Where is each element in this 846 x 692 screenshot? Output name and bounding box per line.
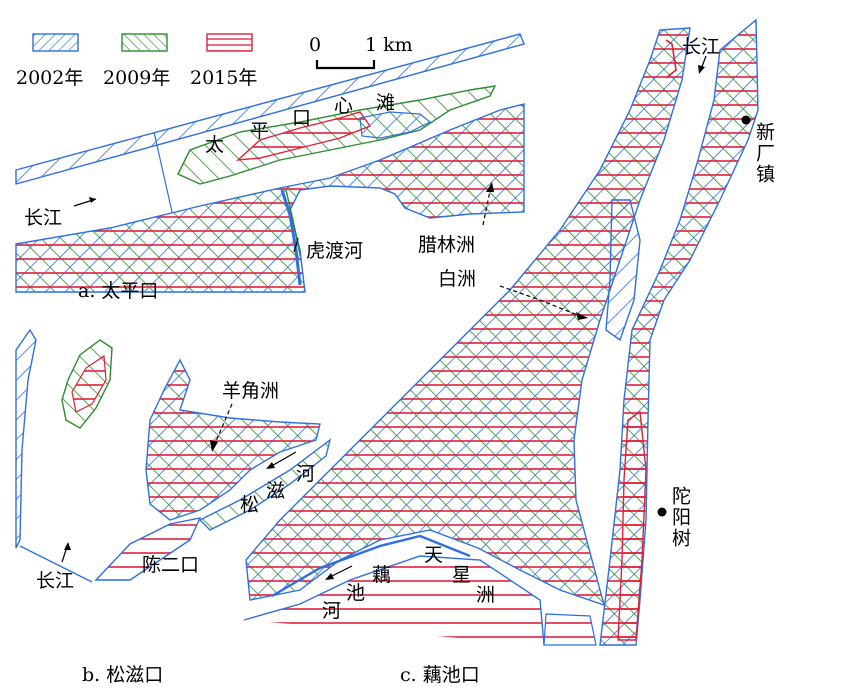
panel-a-tributary-label: 虎渡河 [306,240,364,262]
scalebar-end: 1 km [365,34,413,56]
panel-b-label-s2: 滋 [266,480,286,502]
panel-a-river-arrow [73,197,97,207]
legend-label-2009: 2009年 [103,67,171,89]
panel-b-label-s3: 河 [296,463,316,485]
panel-a-label-c5: 滩 [376,92,396,114]
panel-c-caption: c. 藕池口 [400,664,480,686]
panel-c-upper-red-edge [665,39,677,79]
legend [32,33,253,52]
panel-c-baizhou-label: 白洲 [438,268,477,290]
panel-c-red-strip [617,410,647,641]
legend-swatch-2002 [32,33,79,52]
panel-a-north-bank [15,33,525,185]
panel-c-label-o3: 河 [322,600,342,622]
panel-b-yangjiao-bar [145,358,321,521]
panel-c-town1-marker [741,115,751,125]
panel-c-town2-label: 陀阳树 [669,486,691,549]
panel-a-bar-label: 腊林洲 [418,234,476,256]
panel-a-hudu-river [280,189,302,286]
legend-swatch-2009 [121,33,168,52]
legend-label-2015: 2015年 [190,67,258,89]
panel-a-map [15,33,525,293]
panel-a-label-c3: 口 [292,107,312,129]
panel-a-boundary-line [153,131,173,213]
panel-b-bar-label: 羊角洲 [222,380,280,402]
panel-c-map [243,18,759,646]
panel-b-caption: b. 松滋口 [82,664,164,686]
legend-label-2002: 2002年 [16,67,84,89]
panel-a-label-c1: 太 [205,134,225,156]
panel-b-left-bank [15,328,37,549]
panel-b-bank-line [19,545,93,583]
panel-b-label-s1: 松 [240,494,260,516]
panel-b-small-island [61,339,113,429]
panel-c-baizhou-arrow [499,285,588,320]
panel-b-river-label: 长江 [36,570,75,592]
panel-a-river-label: 长江 [24,207,63,229]
panel-a-label-c4: 心 [334,95,354,117]
panel-a-central-bar [177,85,497,185]
panel-c-town1-label: 新厂镇 [753,122,775,185]
panel-b-right-bank [94,438,332,581]
panel-c-river-arrow [698,55,707,74]
panel-c-ouchi-arrow [325,565,353,580]
panel-c-ouchi-river [243,534,545,646]
panel-a-bar-arrow [482,182,494,226]
panel-c-baizhou-bar [605,199,641,342]
panel-b-river-arrow [61,542,71,563]
panel-a-label-c2: 平 [250,120,270,142]
panel-c-bottom-patch [543,613,597,646]
panel-c-label-t1: 天 [424,544,444,566]
panel-b-bar-arrow [210,403,233,452]
legend-swatch-2015 [206,33,253,52]
panel-b-map [15,328,332,583]
scale-bar [315,60,376,70]
panel-a-hudu-arrow [293,237,299,253]
panel-b-songzi-arrow [266,451,297,469]
panel-c-label-t2: 星 [452,564,472,586]
panel-b-outlet-label: 陈二口 [142,554,200,576]
panel-c-label-t3: 洲 [476,584,496,606]
panel-c-label-o1: 藕 [372,564,392,586]
panel-c-river-label: 长江 [682,36,721,58]
panel-c-town2-marker [657,507,667,517]
panel-c-label-o2: 池 [346,582,366,604]
panel-a-caption: a. 太平口 [78,280,159,302]
scalebar-start: 0 [309,34,322,56]
